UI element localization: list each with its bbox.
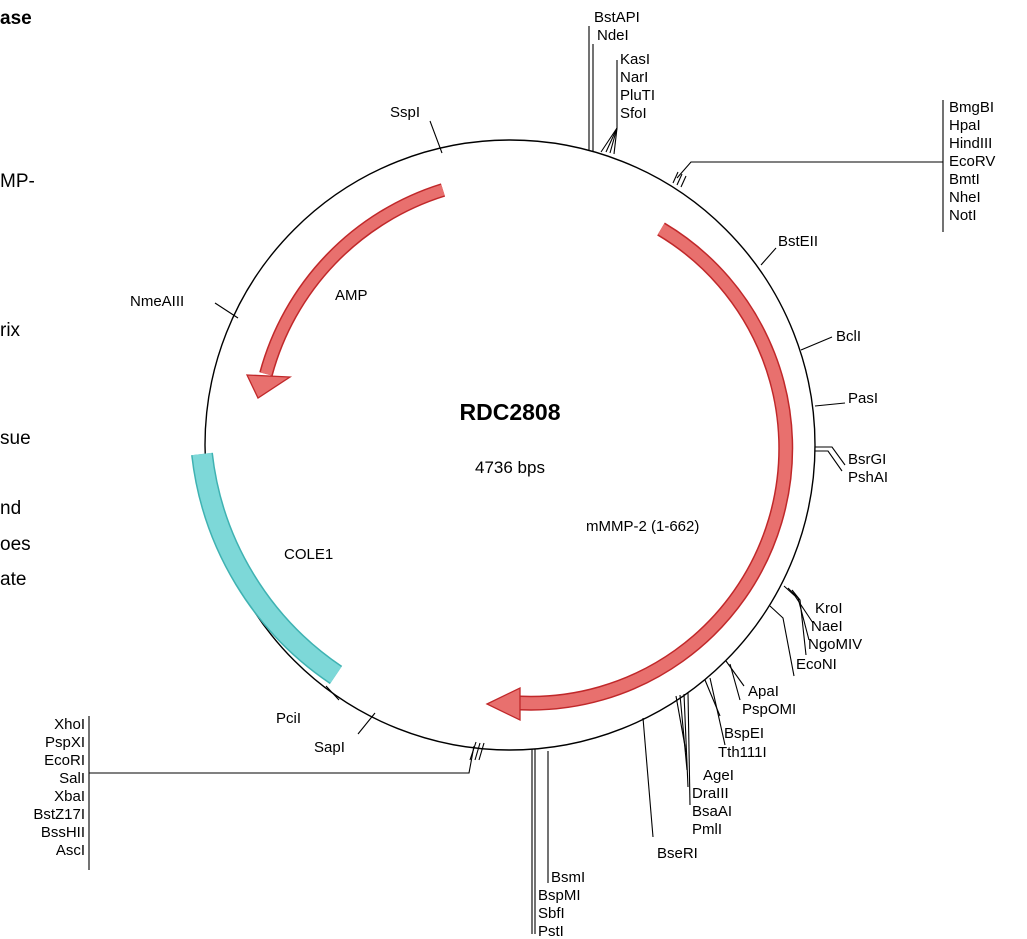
site-label: BstEII bbox=[778, 233, 818, 250]
site-label: PspXI bbox=[45, 734, 85, 751]
site-label: PciI bbox=[276, 710, 301, 727]
cole1-feature bbox=[192, 452, 342, 683]
site-label: BsmI bbox=[551, 869, 585, 886]
plasmid-name: RDC2808 bbox=[460, 399, 561, 425]
site-label: DraIII bbox=[692, 785, 729, 802]
site-label: BstAPI bbox=[594, 9, 640, 26]
site-label: HindIII bbox=[949, 135, 992, 152]
site-label: PspOMI bbox=[742, 701, 796, 718]
site-label: XbaI bbox=[54, 788, 85, 805]
site-label: PasI bbox=[848, 390, 878, 407]
site-label: BssHII bbox=[41, 824, 85, 841]
site-label: EcoNI bbox=[796, 656, 837, 673]
left-text-fragment: sue bbox=[0, 428, 31, 449]
site-label: PluTI bbox=[620, 87, 655, 104]
plasmid-backbone bbox=[204, 139, 816, 751]
site-label: SspI bbox=[390, 104, 420, 121]
feature-label-amp: AMP bbox=[335, 287, 368, 304]
site-label: AgeI bbox=[703, 767, 734, 784]
site-label: BclI bbox=[836, 328, 861, 345]
site-label: NotI bbox=[949, 207, 977, 224]
site-label: PstI bbox=[538, 923, 564, 939]
site-label: BmgBI bbox=[949, 99, 994, 116]
site-label: HpaI bbox=[949, 117, 981, 134]
plasmid-size: 4736 bps bbox=[475, 458, 545, 477]
feature-label-cole1: COLE1 bbox=[284, 546, 333, 563]
site-label: NheI bbox=[949, 189, 981, 206]
site-label: ApaI bbox=[748, 683, 779, 700]
site-label: SfoI bbox=[620, 105, 647, 122]
left-text-fragment: oes bbox=[0, 534, 31, 555]
left-text-fragment: ase bbox=[0, 8, 32, 29]
site-label: NmeAIII bbox=[130, 293, 184, 310]
site-label: BsaAI bbox=[692, 803, 732, 820]
site-label: BmtI bbox=[949, 171, 980, 188]
site-label: BseRI bbox=[657, 845, 698, 862]
restriction-site-labels: BstAPI NdeI KasI NarI PluTI SfoI SspI Bm… bbox=[33, 9, 995, 939]
site-label: KroI bbox=[815, 600, 843, 617]
site-leader-lines bbox=[88, 26, 944, 934]
site-label: Tth111I bbox=[718, 744, 767, 761]
site-label: NarI bbox=[620, 69, 648, 86]
left-text-fragment: nd bbox=[0, 498, 22, 519]
site-label: SalI bbox=[59, 770, 85, 787]
site-label: NgoMIV bbox=[808, 636, 862, 653]
site-label: PshAI bbox=[848, 469, 888, 486]
site-label: NdeI bbox=[597, 27, 629, 44]
site-label: BspMI bbox=[538, 887, 581, 904]
site-label: KasI bbox=[620, 51, 650, 68]
site-label: NaeI bbox=[811, 618, 843, 635]
site-label: AscI bbox=[56, 842, 85, 859]
site-label: EcoRI bbox=[44, 752, 85, 769]
site-label: BspEI bbox=[724, 725, 764, 742]
left-text-fragment: rix bbox=[0, 320, 21, 341]
left-text-fragment: ate bbox=[0, 569, 27, 590]
cole1-feature-outline bbox=[191, 452, 343, 685]
amp-feature-arrow bbox=[245, 183, 446, 399]
site-label: BstZ17I bbox=[33, 806, 85, 823]
mmmp2-feature-arrow bbox=[485, 222, 794, 722]
feature-label-mmmp2: mMMP-2 (1-662) bbox=[586, 518, 699, 535]
site-label: PmlI bbox=[692, 821, 722, 838]
site-label: SbfI bbox=[538, 905, 565, 922]
site-label: BsrGI bbox=[848, 451, 886, 468]
site-label: XhoI bbox=[54, 716, 85, 733]
left-text-fragment: MP- bbox=[0, 171, 35, 192]
site-label: EcoRV bbox=[949, 153, 995, 170]
site-label: SapI bbox=[314, 739, 345, 756]
